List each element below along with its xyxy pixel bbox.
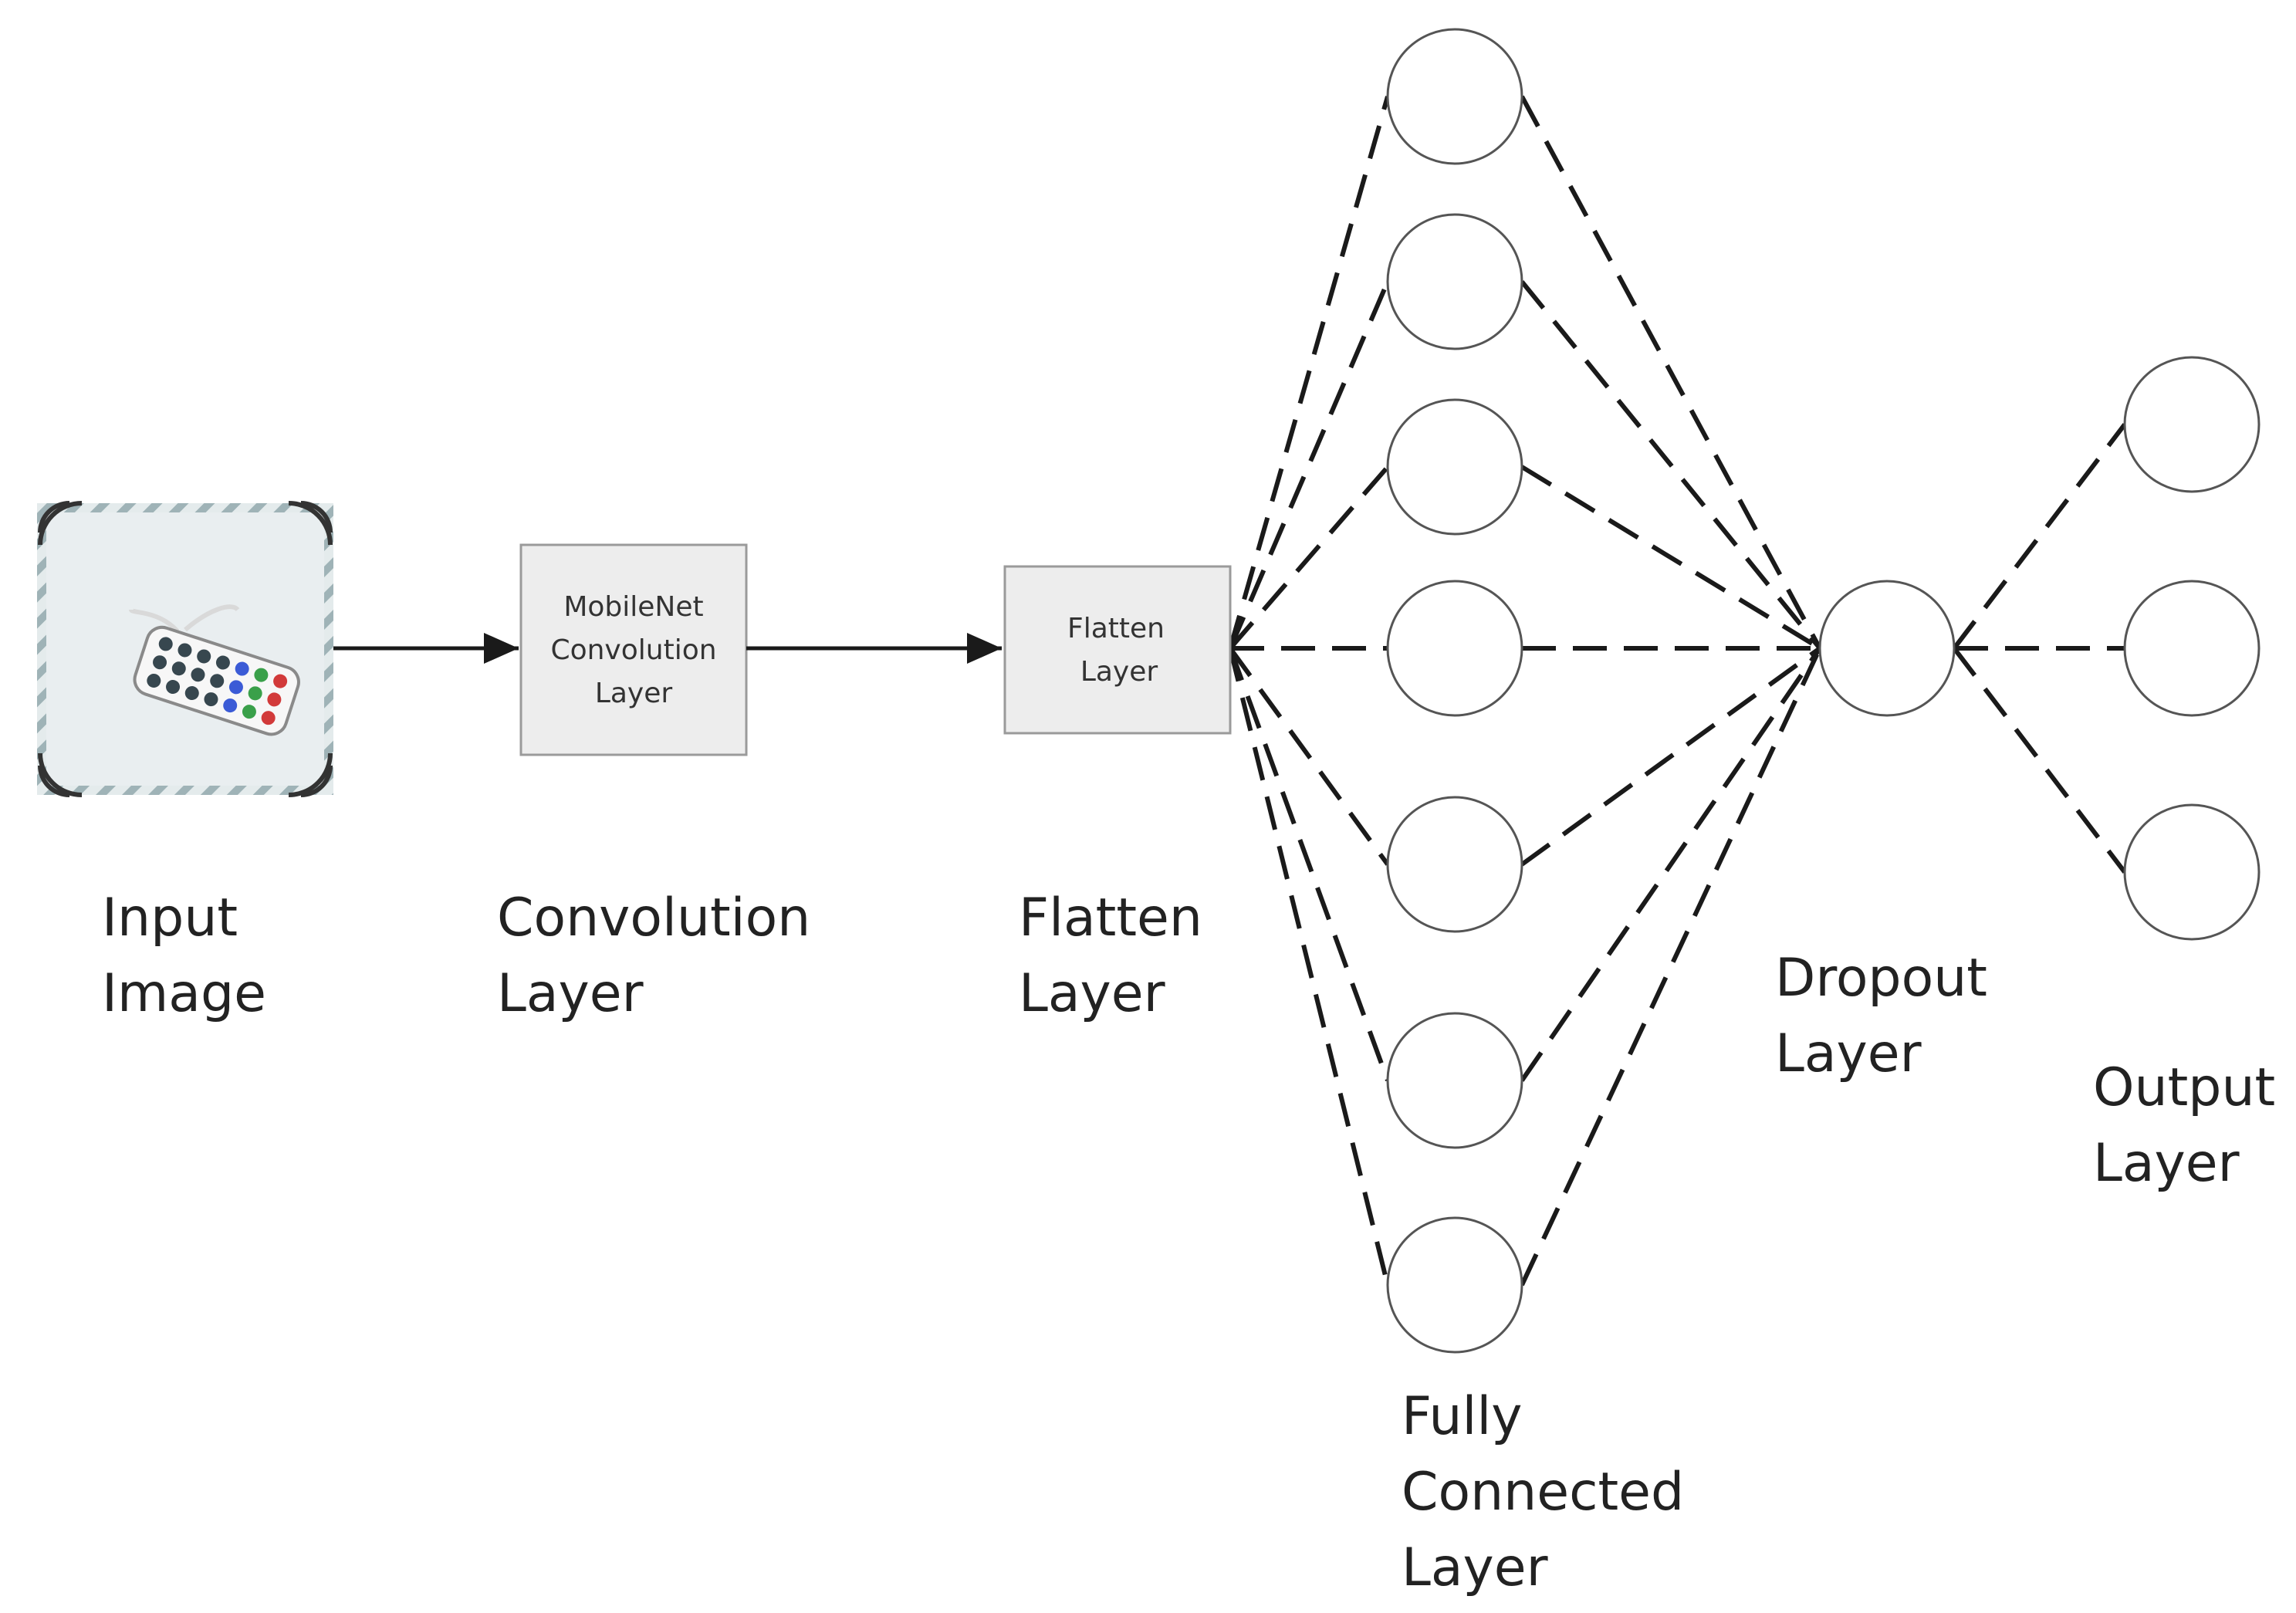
remote-button-icon [261,711,276,725]
remote-control-icon [133,625,300,736]
fc-node-6 [1386,1012,1523,1149]
dashed-edge-dropout-to-output-3 [1952,647,2127,874]
remote-button-icon [248,686,262,701]
remote-button-icon [178,643,192,658]
fc-node-4 [1386,580,1523,717]
caption-convolution: Convolution Layer [497,888,810,1024]
mobilenet-conv-box: MobileNet Convolution Layer [519,543,748,756]
neuron-nodes [1386,28,2260,1354]
caption-dropout: Dropout Layer [1775,948,1987,1084]
remote-button-icon [242,705,256,719]
remote-button-icon [191,668,205,682]
caption-input-line-1: Input [102,888,238,949]
caption-conv-line-2: Layer [497,963,644,1024]
caption-fully-connected: Fully Connected Layer [1402,1386,1684,1598]
fc-node-5 [1386,796,1523,933]
caption-output-line-2: Layer [2093,1133,2240,1194]
caption-fc-line-1: Fully [1402,1386,1523,1447]
remote-button-icon [147,673,161,688]
remote-button-icon [223,698,238,713]
fc-node-3 [1386,398,1523,536]
remote-button-icon [166,680,181,695]
caption-flatten-line-1: Flatten [1019,888,1202,949]
fc-node-1 [1386,28,1523,165]
output-node-1 [2123,356,2260,493]
caption-fc-line-3: Layer [1402,1537,1548,1598]
conv-box-line-3: Layer [595,678,673,709]
remote-button-icon [153,655,167,670]
remote-button-icon [158,637,173,651]
remote-button-icon [171,661,186,676]
dashed-edge-flatten-to-fc-5 [1228,647,1390,866]
dashed-edge-fc-7-to-dropout [1520,647,1822,1287]
dashed-edge-flatten-to-fc-6 [1228,647,1390,1082]
remote-cable [129,604,240,634]
caption-flatten: Flatten Layer [1019,888,1202,1024]
corner-marker-icon [38,501,333,797]
remote-button-icon [228,680,243,695]
input-image [37,501,333,797]
fc-node-7 [1386,1216,1523,1354]
output-node-2 [2123,580,2260,717]
caption-input: Input Image [102,888,266,1024]
flatten-box-line-1: Flatten [1067,613,1165,644]
remote-button-icon [254,668,269,682]
dashed-edge-fc-2-to-dropout [1520,280,1822,650]
dashed-edge-flatten-to-fc-3 [1228,465,1390,650]
caption-dropout-line-2: Layer [1775,1023,1922,1084]
dashed-edge-fc-5-to-dropout [1520,646,1821,867]
conv-box-line-1: MobileNet [563,591,703,623]
caption-fc-line-2: Connected [1402,1462,1684,1523]
fc-node-2 [1386,213,1523,350]
remote-button-icon [273,674,288,688]
dashed-edge-fc-3-to-dropout [1520,465,1821,651]
dashed-edge-fc-6-to-dropout [1520,647,1822,1082]
remote-button-icon [210,674,225,688]
caption-input-line-2: Image [102,963,266,1024]
dashed-edge-flatten-to-fc-7 [1228,648,1390,1286]
caption-output-line-1: Output [2093,1057,2275,1118]
dashed-edge-fc-1-to-dropout [1520,95,1822,650]
dashed-edge-flatten-to-fc-2 [1228,280,1390,650]
flatten-box: Flatten Layer [1003,565,1232,735]
caption-output: Output Layer [2093,1057,2275,1194]
caption-dropout-line-1: Dropout [1775,948,1987,1009]
remote-button-icon [204,692,218,707]
dashed-edge-flatten-to-fc-1 [1228,96,1390,649]
remote-button-icon [197,649,211,664]
dashed-edge-dropout-to-output-1 [1952,423,2127,650]
remote-button-icon [267,692,282,707]
dropout-node [1818,580,1956,717]
output-node-3 [2123,803,2260,941]
conv-box-line-2: Convolution [550,634,716,666]
remote-button-icon [235,661,249,676]
caption-conv-line-1: Convolution [497,888,810,949]
flatten-box-line-2: Layer [1080,656,1158,688]
remote-button-icon [184,686,199,701]
dashed-connections [1228,95,2127,1287]
remote-button-icon [215,655,230,670]
caption-flatten-line-2: Layer [1019,963,1165,1024]
